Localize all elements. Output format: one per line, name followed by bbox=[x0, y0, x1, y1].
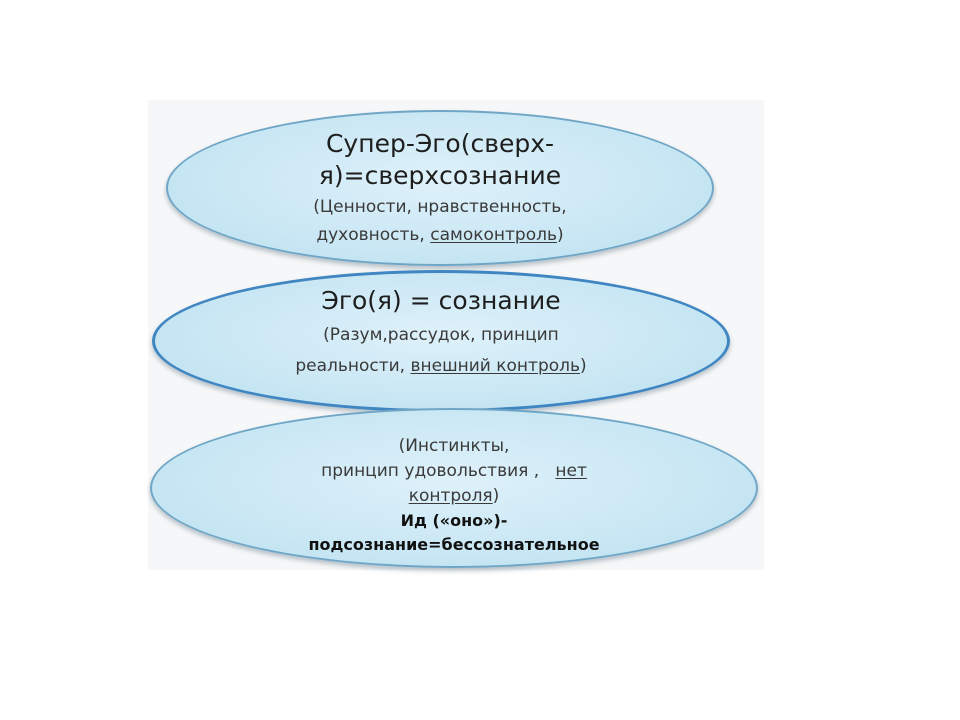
superego-detail-prefix: духовность, bbox=[316, 225, 431, 245]
id-detail-prefix: принцип удовольствия , bbox=[321, 461, 556, 481]
superego-detail-line1: (Ценности, нравственность, bbox=[313, 197, 567, 217]
ego-ellipse: Эго(я) = сознание (Разум,рассудок, принц… bbox=[152, 270, 730, 412]
id-detail-line2: принцип удовольствия , нет bbox=[152, 459, 756, 484]
id-content: (Инстинкты, принцип удовольствия , нет к… bbox=[152, 434, 756, 557]
superego-ellipse: Супер-Эго(сверх- я)=сверхсознание (Ценно… bbox=[166, 110, 714, 266]
ego-detail-prefix: реальности, bbox=[295, 356, 411, 376]
ego-content: Эго(я) = сознание (Разум,рассудок, принц… bbox=[155, 285, 727, 379]
ego-external-control-link[interactable]: внешний контроль bbox=[410, 356, 581, 376]
id-no-control-link[interactable]: нет bbox=[555, 461, 587, 481]
ego-detail-line2: реальности, внешний контроль) bbox=[155, 354, 727, 379]
superego-detail-suffix: ) bbox=[557, 225, 564, 245]
superego-title-line2: я)=сверхсознание bbox=[318, 161, 562, 190]
id-ellipse: (Инстинкты, принцип удовольствия , нет к… bbox=[150, 408, 758, 568]
id-detail-suffix: ) bbox=[492, 486, 500, 506]
id-name-line2: подсознание=бессознательное bbox=[308, 535, 600, 554]
superego-detail-line2: духовность, самоконтроль) bbox=[168, 223, 712, 248]
ego-title: Эго(я) = сознание bbox=[321, 286, 561, 315]
superego-title-line1: Супер-Эго(сверх- bbox=[325, 129, 555, 158]
id-detail-line1: (Инстинкты, bbox=[398, 436, 510, 456]
id-name-line1: Ид («оно»)- bbox=[400, 511, 508, 530]
id-detail-line3: контроля) bbox=[152, 484, 756, 509]
id-control-link[interactable]: контроля bbox=[408, 486, 493, 506]
ego-detail-suffix: ) bbox=[580, 356, 587, 376]
ego-detail-line1: (Разум,рассудок, принцип bbox=[323, 325, 559, 345]
superego-content: Супер-Эго(сверх- я)=сверхсознание (Ценно… bbox=[168, 128, 712, 248]
superego-self-control-link[interactable]: самоконтроль bbox=[430, 225, 557, 245]
